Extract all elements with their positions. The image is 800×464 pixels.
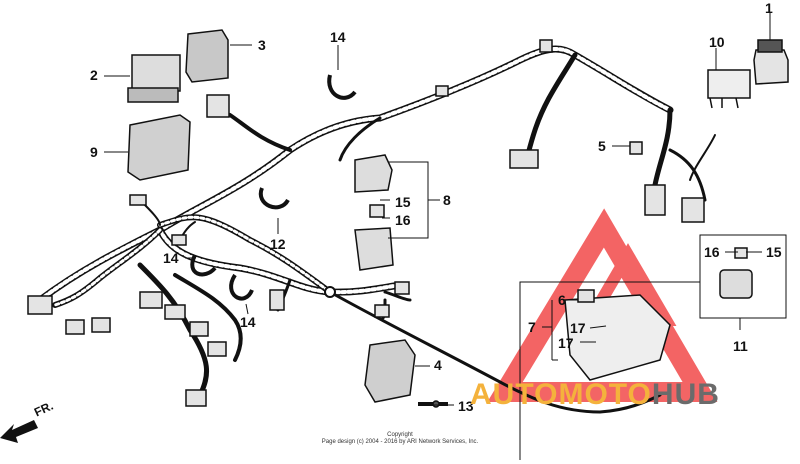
watermark-auto: AUTO	[470, 378, 559, 411]
watermark-hub: HUB	[651, 378, 720, 411]
callout-12: 12	[270, 236, 286, 252]
front-direction-arrow-icon	[0, 420, 38, 443]
callout-8: 8	[443, 192, 451, 208]
callout-10: 10	[709, 34, 725, 50]
callout-3: 3	[258, 37, 266, 53]
callout-6: 6	[558, 292, 566, 308]
callout-1: 1	[765, 0, 773, 16]
callout-15-inset: 15	[766, 244, 782, 260]
callout-17-lower: 17	[558, 335, 574, 351]
callout-16-inset: 16	[704, 244, 720, 260]
leader-lines	[104, 12, 771, 406]
callout-14-left: 14	[163, 250, 179, 266]
watermark-text: AUTOMOTOHUB	[470, 378, 720, 412]
watermark-moto: MOTO	[558, 378, 652, 411]
callout-15-relay: 15	[395, 194, 411, 210]
callout-13: 13	[458, 398, 474, 414]
footer-copyright: Copyright	[387, 432, 413, 438]
callout-14-mid: 14	[240, 314, 256, 330]
inset-frames	[519, 234, 787, 460]
callout-5: 5	[598, 138, 606, 154]
callout-17-upper: 17	[570, 320, 586, 336]
callout-14-top: 14	[330, 29, 346, 45]
callout-11: 11	[733, 338, 748, 354]
components	[27, 29, 789, 408]
callout-9: 9	[90, 144, 98, 160]
callout-4: 4	[434, 357, 442, 373]
callout-7: 7	[528, 319, 536, 335]
callout-2: 2	[90, 67, 98, 83]
footer-page-design: Page design (c) 2004 - 2016 by ARI Netwo…	[321, 439, 479, 445]
callout-16-relay: 16	[395, 212, 411, 228]
